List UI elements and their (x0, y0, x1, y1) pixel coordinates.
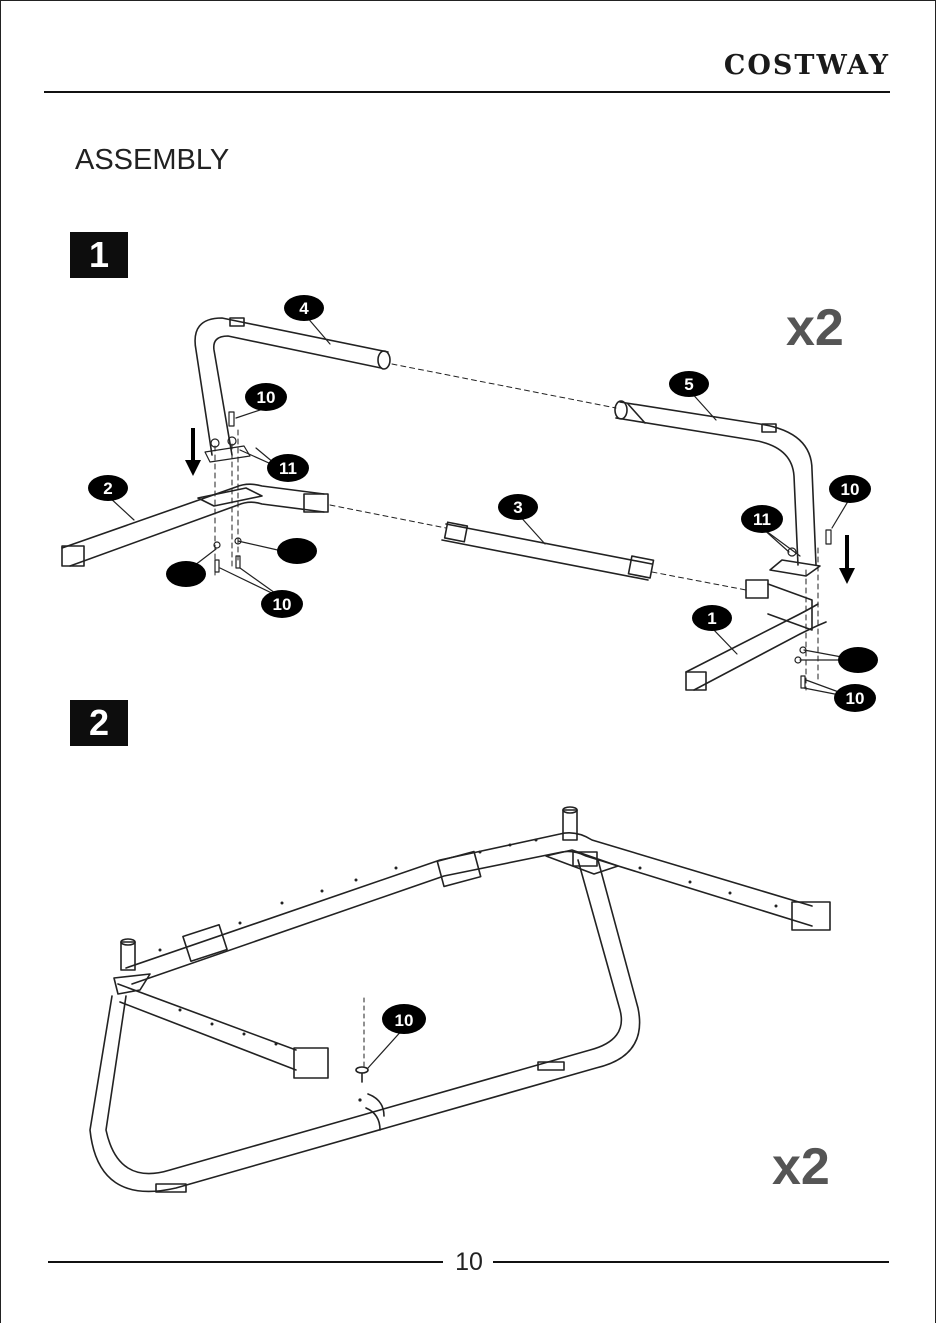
callout-part-10-a-label: 10 (257, 388, 276, 407)
callout-part-11-a: 11 (267, 454, 309, 482)
footer-rule-left (48, 1261, 443, 1263)
callout-part-5: 5 (669, 371, 709, 397)
tube-part-4 (195, 318, 390, 455)
page-number: 10 (446, 1248, 492, 1277)
callout-part-10-d-label: 10 (846, 689, 865, 708)
callout-part-10-d: 10 (834, 684, 876, 712)
callout-part-2: 2 (88, 475, 128, 501)
step-1-illustration (62, 316, 858, 698)
callout-part-10-e-label: 10 (395, 1011, 414, 1030)
step-2-illustration (90, 807, 830, 1192)
tube-part-3 (442, 522, 654, 580)
callout-part-11-b: 11 (741, 505, 783, 533)
callout-part-10-b: 10 (829, 475, 871, 503)
callout-blank-a (277, 538, 317, 564)
callout-part-11-a-label: 11 (279, 459, 297, 478)
callout-part-10-e: 10 (382, 1004, 426, 1034)
callout-part-5-label: 5 (684, 375, 693, 394)
callout-part-2-label: 2 (103, 479, 112, 498)
callout-part-4: 4 (284, 295, 324, 321)
callout-part-10-c-label: 10 (273, 595, 292, 614)
callout-part-3: 3 (498, 494, 538, 520)
callout-blank-b (166, 561, 206, 587)
callout-blank-c (838, 647, 878, 673)
callout-part-1-label: 1 (707, 609, 716, 628)
tube-tick-marks (159, 839, 778, 1102)
callout-part-3-label: 3 (513, 498, 522, 517)
callout-part-1: 1 (692, 605, 732, 631)
callout-part-4-label: 4 (299, 299, 309, 318)
callout-part-10-a: 10 (245, 383, 287, 411)
footer-rule-right (493, 1261, 889, 1263)
callout-part-10-b-label: 10 (841, 480, 860, 499)
tube-part-5 (615, 401, 816, 565)
callout-part-11-b-label: 11 (753, 510, 771, 529)
callout-part-10-c: 10 (261, 590, 303, 618)
